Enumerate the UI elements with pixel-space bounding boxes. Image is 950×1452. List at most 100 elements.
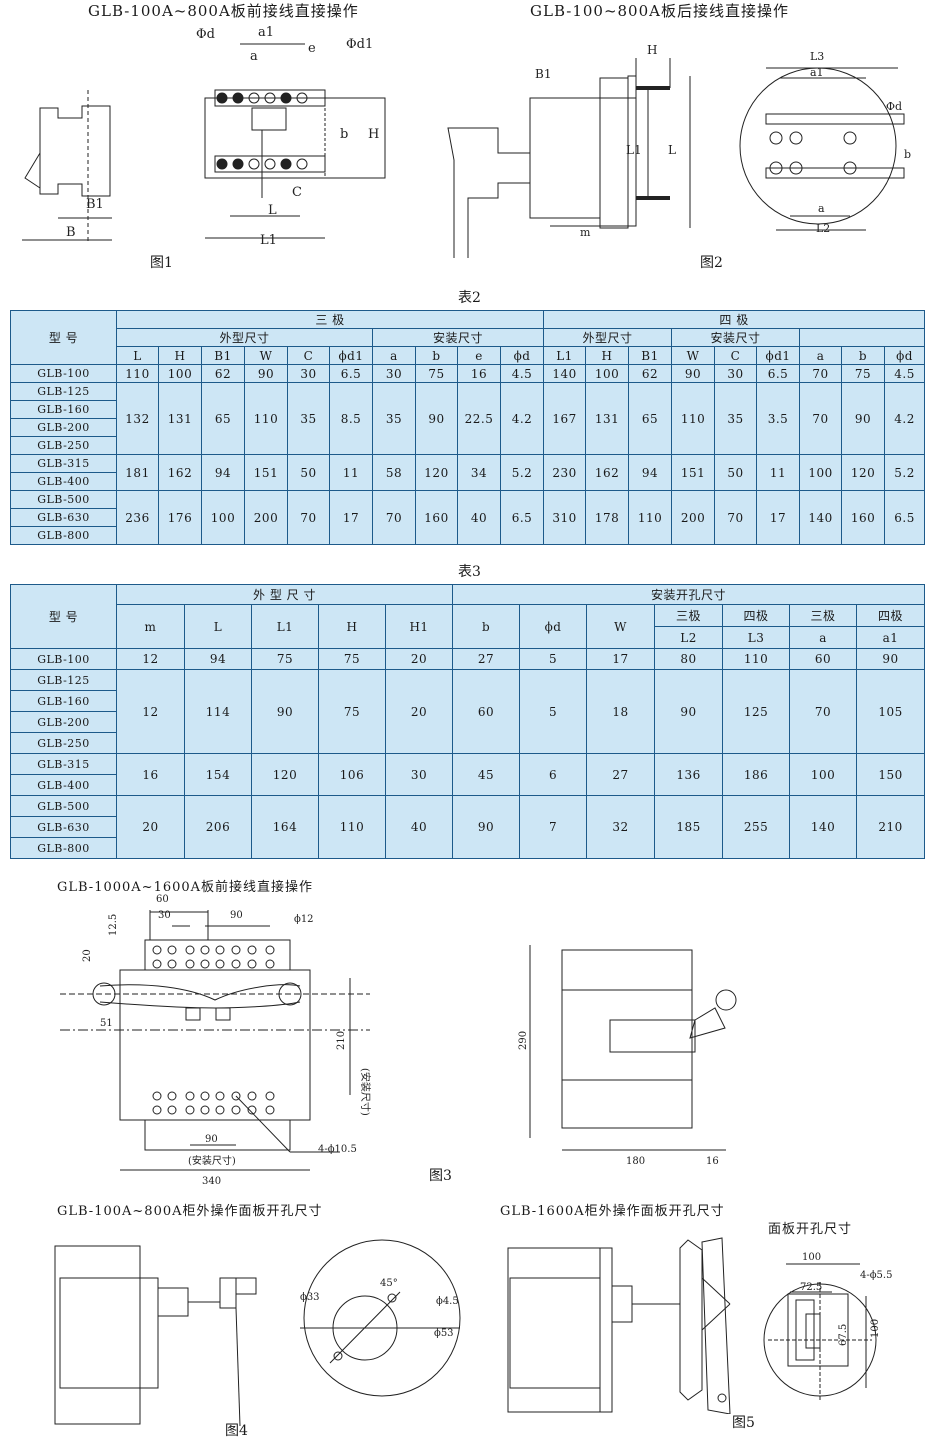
fig4-title: GLB-100A~800A柜外操作面板开孔尺寸: [57, 1204, 323, 1219]
fig3-label-51: 51: [100, 1018, 113, 1029]
table2-model: GLB-315: [10, 454, 117, 473]
fig3-label-340: 340: [202, 1176, 221, 1187]
table2-cell: 65: [201, 382, 245, 455]
table2-install-4p: 安装尺寸: [671, 328, 801, 347]
table3-cell: 94: [184, 648, 252, 670]
table2-col: C: [714, 346, 758, 365]
table3-cell: 110: [318, 795, 386, 859]
table2-cell: 50: [287, 454, 330, 491]
table3-cell: 90: [654, 669, 724, 754]
table2-model: GLB-500: [10, 490, 117, 509]
fig2-label-a: a: [818, 202, 825, 215]
table2-col: e: [457, 346, 501, 365]
fig4-drawing: ϕ33 45° ϕ4.5 ϕ53: [54, 1239, 461, 1427]
table3-cell: 20: [384, 648, 454, 670]
table2-cell: 70: [799, 382, 843, 455]
table3-cell: 80: [654, 648, 724, 670]
table3-cell: 120: [251, 753, 319, 796]
table2-cell: 100: [799, 454, 843, 491]
table2-cell: 110: [671, 382, 716, 455]
table3-cell: 75: [251, 648, 319, 670]
table3-cell: 90: [856, 648, 926, 670]
fig3-label-180: 180: [626, 1156, 645, 1167]
table3-cell: 255: [722, 795, 791, 859]
table2-cell: 5.2: [884, 454, 926, 491]
fig2-label-phid: Φd: [886, 100, 902, 113]
fig3-drawing: 60 30 90 12.5 ϕ12 20 51 210 (安装尺寸) 90 (安…: [60, 894, 737, 1187]
table3-cell: 106: [318, 753, 386, 796]
table2-cell: 181: [116, 454, 159, 491]
table3-model: GLB-100: [10, 648, 117, 670]
table2-cell: 40: [457, 490, 501, 545]
fig2-label-b: b: [904, 148, 911, 161]
fig3-label-20: 20: [82, 949, 93, 962]
table2-cell: 230: [543, 454, 587, 491]
table3-outline: 外 型 尺 寸: [115, 584, 454, 605]
table2-cell: 200: [671, 490, 716, 545]
table3-cell: 12: [116, 669, 185, 754]
table3-cutout: 安装开孔尺寸: [452, 584, 926, 605]
table2-model-header: 型 号: [10, 310, 117, 365]
table3-cell: 154: [184, 753, 252, 796]
table2-cell: 70: [714, 490, 758, 545]
table2-cell: 5.2: [499, 454, 545, 491]
table3-col: m: [116, 604, 185, 649]
table2-cell: 4.5: [499, 364, 545, 383]
table3-cell: 110: [722, 648, 791, 670]
table3-cell: 75: [318, 669, 386, 754]
table3-cell: 140: [789, 795, 858, 859]
table3-model: GLB-315: [10, 753, 117, 775]
table2-three-pole: 三 极: [115, 310, 545, 329]
table2-cell: 131: [585, 382, 630, 455]
table3-col: L1: [251, 604, 319, 649]
fig3-label-90b: 90: [205, 1134, 218, 1145]
table2-cell: 132: [116, 382, 159, 455]
fig4-label-phi33: ϕ33: [300, 1292, 320, 1303]
table2-cell: 34: [457, 454, 501, 491]
table3-col: L2: [654, 626, 724, 649]
fig3-label-install-h: (安装尺寸): [188, 1154, 236, 1167]
table2-four-pole: 四 极: [543, 310, 926, 329]
table3-cell: 136: [654, 753, 724, 796]
table3-cell: 20: [384, 669, 454, 754]
table3-cell: 6: [519, 753, 588, 796]
table2-cell: 110: [116, 364, 159, 383]
table2-cell: 16: [457, 364, 501, 383]
table2-model: GLB-160: [10, 400, 117, 419]
table2-cell: 8.5: [329, 382, 373, 455]
fig1-label-phid: Φd: [196, 27, 215, 42]
fig1-drawing: B1 B a1 Φd e Φd1 a b H C L L1: [22, 25, 386, 248]
table2-cell: 35: [287, 382, 330, 455]
table3-cell: 90: [251, 669, 319, 754]
table3-cell: 114: [184, 669, 252, 754]
table3-col: a: [789, 626, 858, 649]
table3-model: GLB-500: [10, 795, 117, 817]
table2-cell: 62: [628, 364, 673, 383]
fig1-label-B1: B1: [86, 197, 104, 212]
table2-col: C: [287, 346, 330, 365]
table3-cell: 164: [251, 795, 319, 859]
table2-cell: 151: [244, 454, 288, 491]
table2-blank: [799, 328, 926, 347]
fig3-label-16: 16: [706, 1156, 719, 1167]
fig3-label-12-5: 12.5: [108, 914, 119, 936]
table3-cell: 17: [586, 648, 656, 670]
table2-cell: 178: [585, 490, 630, 545]
table2-cell: 70: [799, 364, 843, 383]
table2-model: GLB-630: [10, 508, 117, 527]
fig3-label-30: 30: [158, 910, 171, 921]
table2-cell: 90: [415, 382, 458, 455]
fig5-drawing: 100 4-ϕ5.5 72.5 67.5 100: [507, 1237, 892, 1414]
table2-cell: 100: [158, 364, 202, 383]
table2-cell: 6.5: [329, 364, 373, 383]
table2-cell: 65: [628, 382, 673, 455]
table2-cell: 110: [628, 490, 673, 545]
table2-cell: 131: [158, 382, 202, 455]
table2-cell: 11: [329, 454, 373, 491]
table2-cell: 11: [756, 454, 801, 491]
table3-cell: 5: [519, 648, 588, 670]
table2-cell: 35: [372, 382, 416, 455]
fig1-label-H: H: [368, 127, 379, 142]
fig5-title: GLB-1600A柜外操作面板开孔尺寸: [500, 1204, 725, 1219]
fig1-label-L1: L1: [260, 233, 277, 248]
